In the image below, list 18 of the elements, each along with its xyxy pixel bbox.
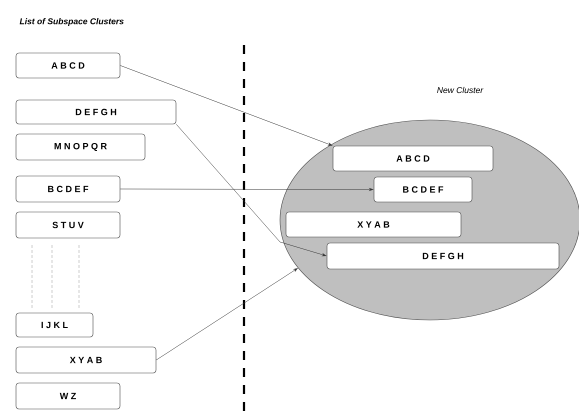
arrow (120, 188, 374, 191)
cluster-box: M N O P Q R (16, 134, 146, 160)
arrow (120, 65, 332, 146)
cluster-box: S T U V (16, 212, 120, 238)
cluster-box: X Y A B (16, 346, 156, 374)
cluster-box: A B C D (16, 52, 120, 78)
cluster-box: I J K L (16, 312, 94, 338)
member-box: B C D E F (374, 176, 472, 202)
node-label: New Cluster (437, 86, 484, 94)
cluster-box: D E F G H (16, 100, 176, 124)
arrow (156, 268, 298, 360)
member-box: A B C D (332, 146, 494, 172)
title: List of Subspace Clusters (20, 18, 124, 26)
arrow (176, 124, 326, 256)
cluster-box: W Z (16, 382, 120, 410)
member-box: X Y A B (286, 212, 462, 238)
cluster-box: B C D E F (16, 176, 120, 202)
member-box: D E F G H (326, 242, 560, 270)
